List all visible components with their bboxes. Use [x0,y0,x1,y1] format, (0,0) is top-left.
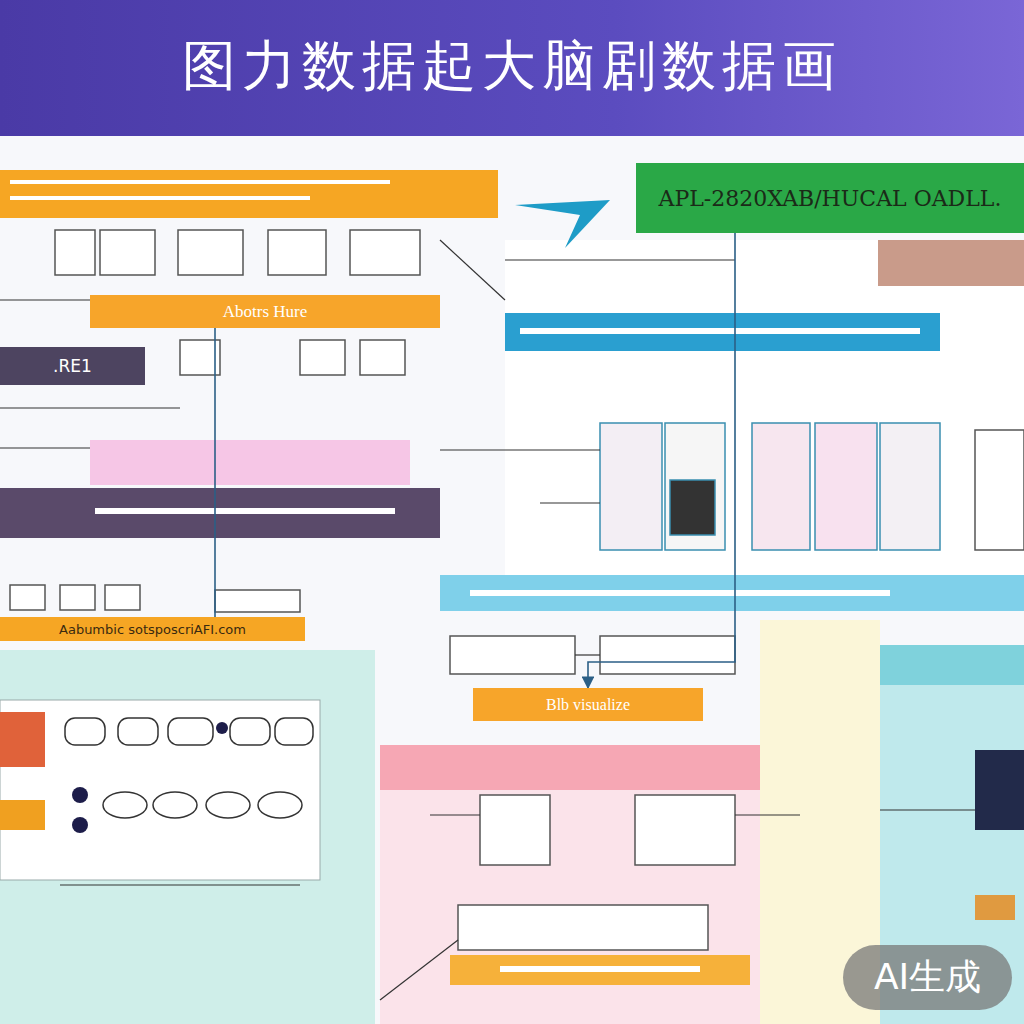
watermark-pill: AI生成 [843,945,1012,1010]
image-panels [600,423,940,550]
orange-label-bar: Blb visualize [473,688,703,721]
box-label: Aabumbic sotsposcriAFI.com [59,622,246,637]
dark-label-bar: .RE1 [0,347,145,385]
box-label: Abotrs Hure [223,302,308,322]
title-band [0,0,1024,136]
panels [0,136,1024,1024]
orange-label-bar: Abotrs Hure [90,295,440,328]
small-boxes [10,230,1024,950]
bars [0,170,1024,985]
dots [72,722,228,833]
box-label: .RE1 [53,356,92,376]
blue-arrow [515,200,610,248]
garbled-text-marks [10,180,920,972]
box-label: Blb visualize [546,696,630,714]
ovals [65,718,313,818]
connector-line [588,233,735,688]
green-header-bar: APL-2820XAB/HUCAL OADLL. [636,163,1024,233]
box-label: APL-2820XAB/HUCAL OADLL. [659,186,1002,211]
leader-lines [0,240,975,1000]
title-text: 图力数据起大脑剧数据画 [0,30,1024,103]
watermark-text: AI生成 [874,953,981,1002]
orange-blocks [0,712,1024,920]
orange-url-bar: Aabumbic sotsposcriAFI.com [0,617,305,641]
connector-line [214,328,216,617]
